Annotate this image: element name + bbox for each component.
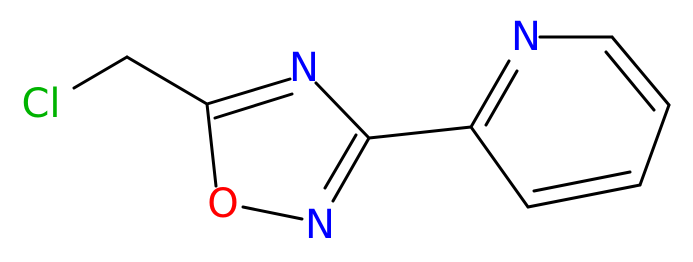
- oxadiazole-n2-label: N: [305, 202, 335, 248]
- bond-c5-n4: [205, 77, 292, 106]
- bond-pyc2-n-second: [484, 69, 519, 127]
- bond-c3-pyridine: [367, 125, 473, 140]
- atom-labels: Cl N O N N: [21, 14, 540, 248]
- bond-pyc6-pyc5: [610, 35, 671, 107]
- bond-pyc3-pyc2: [469, 125, 530, 209]
- bond-pyc5-pyc4: [638, 103, 671, 187]
- oxadiazole-n4-label: N: [289, 45, 319, 91]
- bond-pyc2-n: [469, 59, 511, 129]
- bond-c5-n4-second: [213, 92, 294, 120]
- bond-pyc4-pyc3-second: [532, 170, 632, 193]
- bond-n4-c3: [314, 81, 371, 140]
- bond-pyc6-pyc5-second: [604, 50, 656, 112]
- chlorine-atom-label: Cl: [21, 81, 60, 127]
- bonds: [72, 35, 671, 221]
- bond-ch2-c5: [125, 55, 209, 106]
- pyridine-n-label: N: [511, 14, 541, 60]
- bond-c3-n2: [331, 136, 371, 203]
- bond-c5-o1: [205, 102, 218, 188]
- bond-o1-n2: [241, 205, 304, 221]
- bond-c3-n2-second: [323, 133, 358, 190]
- oxadiazole-o1-label: O: [207, 181, 238, 227]
- bond-pyc4-pyc3: [526, 183, 642, 209]
- bond-ch2-cl: [72, 55, 129, 90]
